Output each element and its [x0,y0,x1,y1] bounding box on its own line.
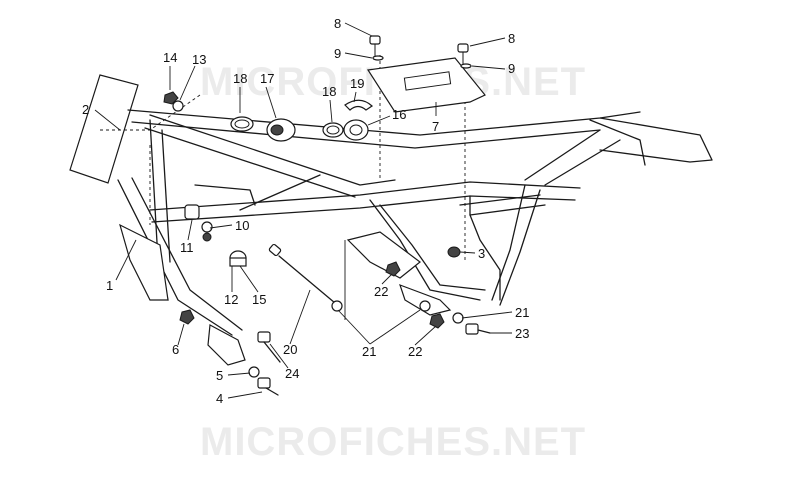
callout-4: 4 [216,391,223,406]
steering-head-tube [69,74,139,184]
callout-24: 24 [285,366,299,381]
washer-21-left [331,300,343,312]
callout-9-right: 9 [508,61,515,76]
callout-7: 7 [432,119,439,134]
washer-9-left [372,55,384,61]
callout-17: 17 [260,71,274,86]
callout-5: 5 [216,368,223,383]
bolt-8-right [457,43,469,64]
washer-21-right [452,312,464,324]
rubber-bush-15 [229,250,247,267]
callout-14: 14 [163,50,177,65]
callout-20: 20 [283,342,297,357]
nut-14 [163,91,179,105]
nut-3 [447,246,461,258]
callout-3: 3 [478,246,485,261]
nut-6 [179,309,195,325]
hose-clamp-18-right [322,122,344,138]
callout-18-left: 18 [233,71,247,86]
bolt-23 [465,323,491,335]
hose-clamp-18-left [230,116,254,132]
callout-8-left: 8 [334,16,341,31]
callout-9-left: 9 [334,46,341,61]
watermark-bottom: MICROFICHES.NET [200,420,586,464]
rubber-sleeve-16 [343,119,369,141]
washer-21-mid [419,300,431,312]
callout-12: 12 [224,292,238,307]
cover-plate [366,57,486,113]
callout-8-right: 8 [508,31,515,46]
callout-10: 10 [235,218,249,233]
callout-21-lower: 21 [362,344,376,359]
long-bolt-20 [268,243,336,304]
washer-13 [172,100,184,112]
callout-19: 19 [350,76,364,91]
callout-18-right: 18 [322,84,336,99]
callout-15: 15 [252,292,266,307]
down-tube-lug [207,324,246,366]
callout-13: 13 [192,52,206,67]
callout-1: 1 [106,278,113,293]
engine-mount-plate-left [346,231,421,279]
callout-labels: 14 13 2 18 17 18 19 16 7 8 9 8 9 10 11 1… [82,16,529,406]
callout-22-lower: 22 [408,344,422,359]
callout-23: 23 [515,326,529,341]
spacer-11 [184,204,200,220]
callout-16: 16 [392,107,406,122]
callout-11: 11 [180,240,194,255]
bolt-24 [257,331,281,363]
callout-6: 6 [172,342,179,357]
washer-9-right [460,63,472,69]
callout-2: 2 [82,102,89,117]
washer-5 [248,366,260,378]
bolt-4 [257,377,279,396]
callout-21-right: 21 [515,305,529,320]
callout-22-upper: 22 [374,284,388,299]
rubber-boot-17 [266,118,296,142]
nut-22-upper [385,261,401,277]
leader-lines [94,22,513,399]
nut-10 [202,232,212,242]
front-bracket [119,223,169,301]
bolt-8-left [369,35,381,56]
engine-mount-plate-right [399,283,452,316]
washer-10 [201,221,213,233]
nut-22-lower [429,313,445,329]
